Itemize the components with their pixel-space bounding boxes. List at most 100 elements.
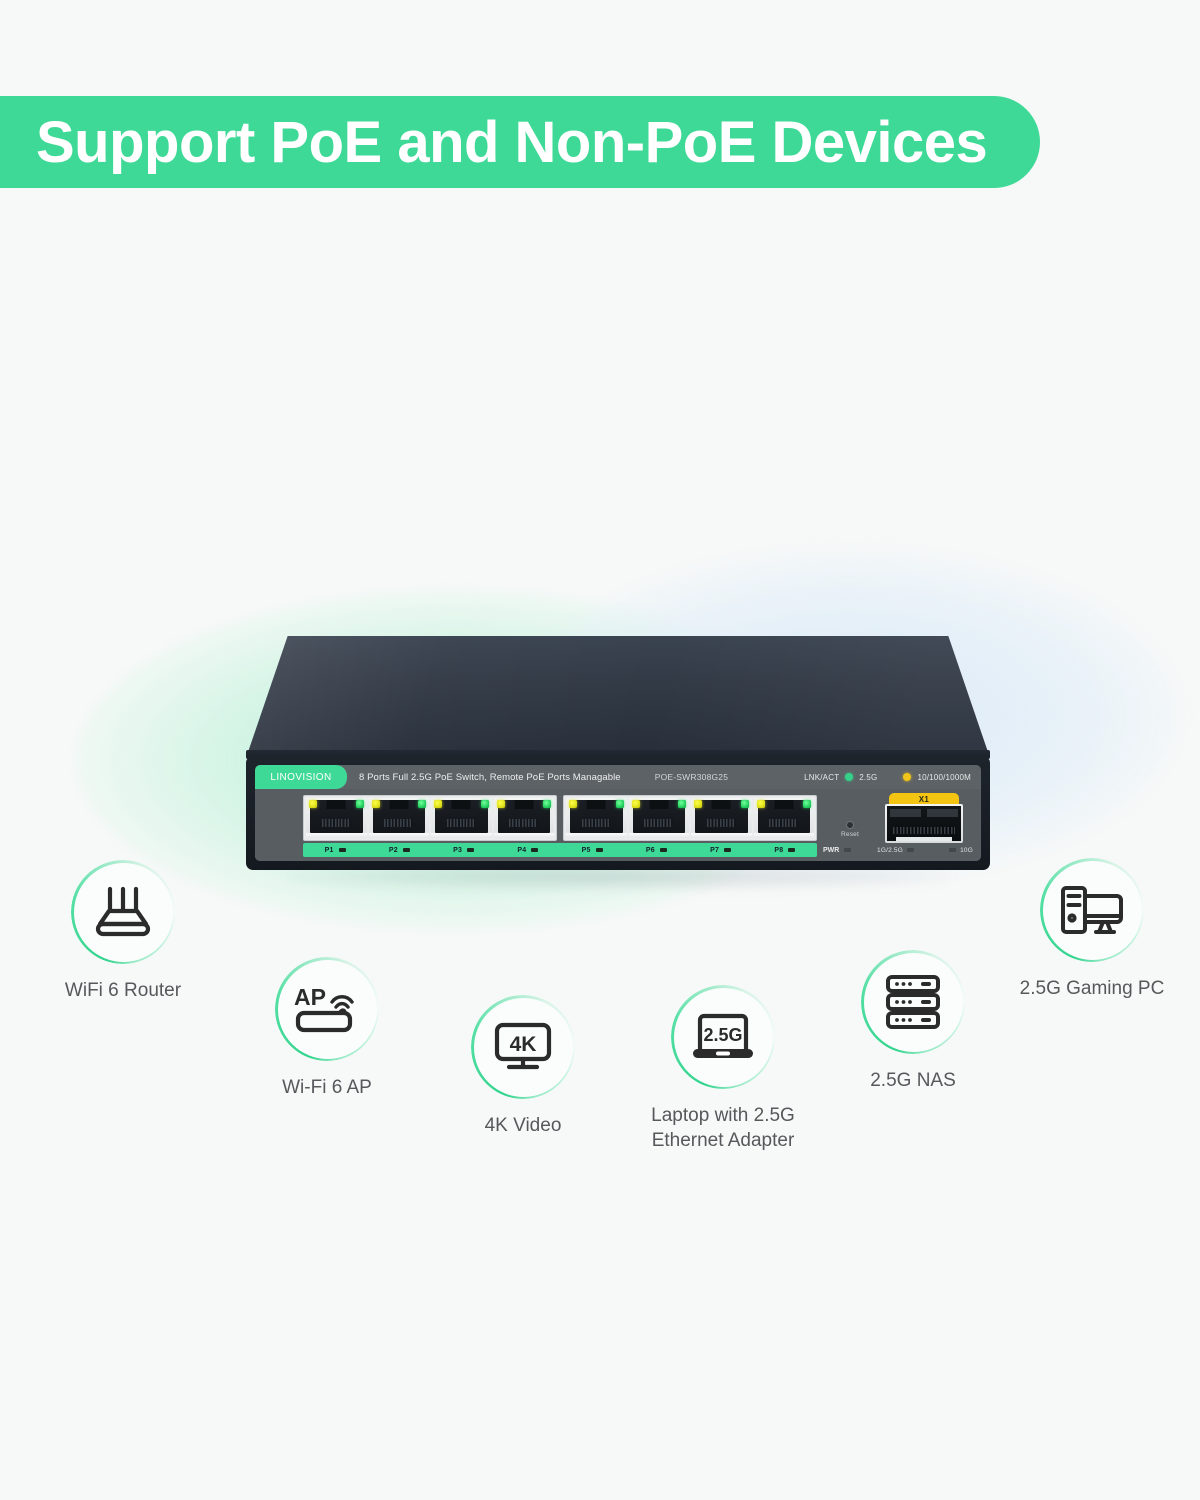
sfp-slot-upper-left — [889, 809, 922, 817]
device-top-highlight — [246, 636, 990, 758]
rj45-tab — [306, 833, 367, 838]
rj45-notch — [711, 800, 731, 809]
rj45-pins — [644, 819, 674, 827]
device-label-strip: LINOVISION 8 Ports Full 2.5G PoE Switch,… — [255, 765, 981, 789]
rj45-port-cavity — [497, 800, 550, 833]
feature-4k-video: 4K 4K Video — [428, 995, 618, 1138]
port-number-strip: P1 P2 P3 P4 — [303, 843, 817, 857]
feature-gaming-pc: 2.5G Gaming PC — [992, 858, 1192, 1001]
rj45-tab — [628, 833, 689, 838]
rj45-pins — [769, 819, 799, 827]
rj45-notch — [389, 800, 409, 809]
sfp-bottom-bar — [895, 837, 953, 841]
access-point-icon: AP — [292, 983, 362, 1035]
rj45-port-cavity — [570, 800, 623, 833]
sfp-speed-1g25g-group: 1G/2.5G — [877, 847, 914, 854]
power-indicator: PWR — [823, 843, 879, 857]
port-green-led-icon — [803, 800, 811, 808]
port-green-led-icon — [480, 800, 489, 808]
rj45-pins — [581, 819, 611, 827]
port-label: P7 — [710, 846, 720, 854]
power-led-icon — [844, 848, 852, 852]
port-label: P6 — [645, 846, 655, 854]
feature-wifi6-ap: AP Wi-Fi 6 AP — [232, 957, 422, 1100]
sfp-cage — [885, 804, 963, 843]
port-label: P8 — [774, 846, 784, 854]
feature-label: 4K Video — [484, 1115, 562, 1136]
port-label-cell: P5 — [560, 843, 624, 857]
port-yellow-led-icon — [309, 800, 317, 808]
port-green-led-icon — [678, 800, 686, 808]
sfp-speed-10g-group: 10G — [949, 847, 973, 854]
port-green-led-icon — [615, 800, 624, 808]
sfp-port: X1 — [883, 793, 965, 843]
port-yellow-led-icon — [371, 800, 380, 808]
sfp-pins — [892, 827, 956, 834]
rj45-port-cavity — [310, 800, 363, 833]
headline-banner: Support PoE and Non-PoE Devices — [0, 96, 1040, 188]
rj45-notch — [451, 800, 471, 809]
sfp-led-10g-icon — [949, 848, 957, 852]
router-icon — [92, 886, 154, 938]
svg-text:2.5G: 2.5G — [703, 1025, 742, 1045]
rj45-port — [431, 798, 492, 838]
port-label: P3 — [453, 846, 463, 854]
port-yellow-led-icon — [694, 800, 702, 808]
sfp-speed-label-10g: 10G — [960, 846, 973, 854]
rj45-port-bank-left — [303, 795, 557, 841]
port-green-led-icon — [418, 800, 426, 808]
led-legend: LNK/ACT 2.5G 10/100/1000M — [804, 773, 981, 782]
feature-label: Laptop with 2.5G Ethernet Adapter — [651, 1105, 795, 1152]
svg-text:AP: AP — [294, 984, 326, 1010]
port-label-cell: P8 — [753, 843, 817, 857]
sfp-slot-label: X1 — [918, 795, 930, 804]
feature-circle — [71, 860, 175, 964]
port-label: P2 — [388, 846, 398, 854]
rj45-port — [691, 798, 752, 838]
led-legend-label-25g: 2.5G — [859, 772, 878, 782]
feature-circle — [861, 950, 965, 1054]
desktop-pc-icon — [1059, 883, 1125, 937]
rj45-tab — [493, 833, 554, 838]
feature-laptop-25g: 2.5G Laptop with 2.5G Ethernet Adapter — [618, 985, 828, 1153]
rj45-pins — [509, 819, 539, 827]
rj45-notch — [514, 800, 534, 809]
device-top-edge — [246, 750, 990, 759]
rj45-tab — [566, 833, 627, 838]
port-status-led-icon — [467, 848, 475, 852]
port-label-cell: P1 — [303, 843, 367, 857]
svg-text:4K: 4K — [510, 1033, 537, 1056]
rj45-tab — [691, 833, 752, 838]
port-status-led-icon — [531, 848, 539, 852]
device-top-panel — [246, 636, 990, 758]
rj45-port-cavity — [435, 800, 488, 833]
sfp-slot-tab: X1 — [889, 793, 959, 806]
feature-25g-nas: 2.5G NAS — [818, 950, 1008, 1093]
rj45-port — [753, 798, 814, 838]
rj45-port-cavity — [695, 800, 748, 833]
device-ports-area: P1 P2 P3 P4 — [255, 789, 981, 861]
reset-button-area[interactable]: Reset — [827, 815, 873, 859]
feature-circle: 2.5G — [671, 985, 775, 1089]
brand-badge: LINOVISION — [255, 765, 347, 789]
port-status-led-icon — [788, 848, 796, 852]
rj45-notch — [774, 800, 794, 809]
reset-pinhole-icon[interactable] — [846, 821, 854, 829]
sfp-slot-upper-right — [926, 809, 959, 817]
led-legend-title: LNK/ACT — [804, 772, 840, 782]
sfp-speed-labels: 1G/2.5G 10G — [875, 843, 975, 857]
port-label-cell: P6 — [624, 843, 688, 857]
network-switch-product-image: LINOVISION 8 Ports Full 2.5G PoE Switch,… — [246, 636, 990, 890]
amber-led-dot-icon — [903, 773, 912, 781]
brand-name: LINOVISION — [270, 771, 332, 783]
rj45-port-cavity — [757, 800, 810, 833]
feature-circle: 4K — [471, 995, 575, 1099]
port-yellow-led-icon — [756, 800, 765, 808]
rj45-port — [306, 798, 367, 838]
rj45-port — [566, 798, 627, 838]
rj45-port-cavity — [632, 800, 685, 833]
rj45-pins — [384, 819, 414, 827]
feature-label: 2.5G Gaming PC — [1019, 978, 1165, 999]
sfp-cage-interior — [887, 806, 961, 841]
port-label-cell: P4 — [496, 843, 560, 857]
